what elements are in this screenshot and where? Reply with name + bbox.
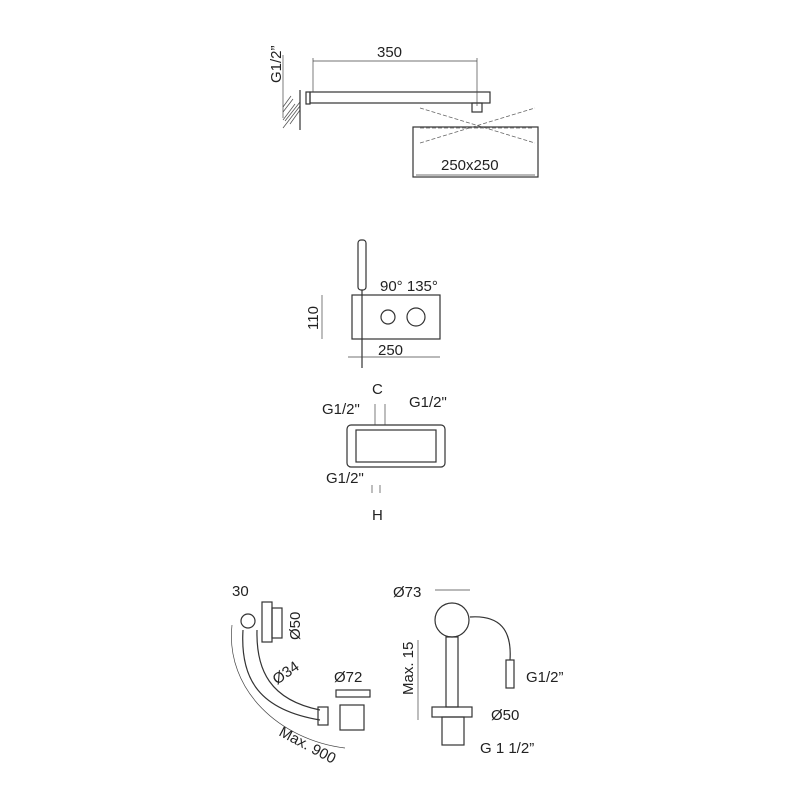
waste-view: 30 Ø50 Ø34 Ø72 Max. 900 [231, 583, 371, 767]
max-thickness-label: Max. 15 [400, 642, 417, 695]
height-label: 110 [305, 306, 322, 330]
angles-label: 90° 135° [380, 278, 438, 295]
overflow-dia-label: Ø50 [287, 612, 304, 640]
label-c: C [372, 381, 383, 398]
shower-arm-view: 350 250x250 G1/2” [268, 44, 539, 178]
label-h: H [372, 507, 383, 524]
outlet-label: G1/2" [326, 470, 364, 487]
head-size-label: 250x250 [441, 157, 499, 174]
mixer-view: 90° 135° 110 250 [305, 239, 441, 368]
hose-dia-label: Ø34 [270, 658, 303, 688]
filler-dia-label: Ø73 [393, 584, 421, 601]
inlet-right-label: G1/2" [409, 394, 447, 411]
thread-label: G1/2” [268, 45, 285, 83]
width-label: 250 [378, 342, 403, 359]
arm-length-label: 350 [377, 44, 402, 61]
wall-hatch [282, 95, 301, 129]
filler-view: Ø73 Max. 15 G1/2” Ø50 G 1 1/2” [393, 584, 564, 757]
waste-dia-label: Ø50 [491, 707, 519, 724]
inlet-left-label: G1/2" [322, 401, 360, 418]
plug-dia-label: Ø72 [334, 669, 362, 686]
supply-label: G1/2” [526, 669, 564, 686]
waste-thread-label: G 1 1/2” [480, 740, 534, 757]
depth-label: 30 [232, 583, 249, 600]
box-view: C G1/2" G1/2" G1/2" H [322, 381, 447, 524]
